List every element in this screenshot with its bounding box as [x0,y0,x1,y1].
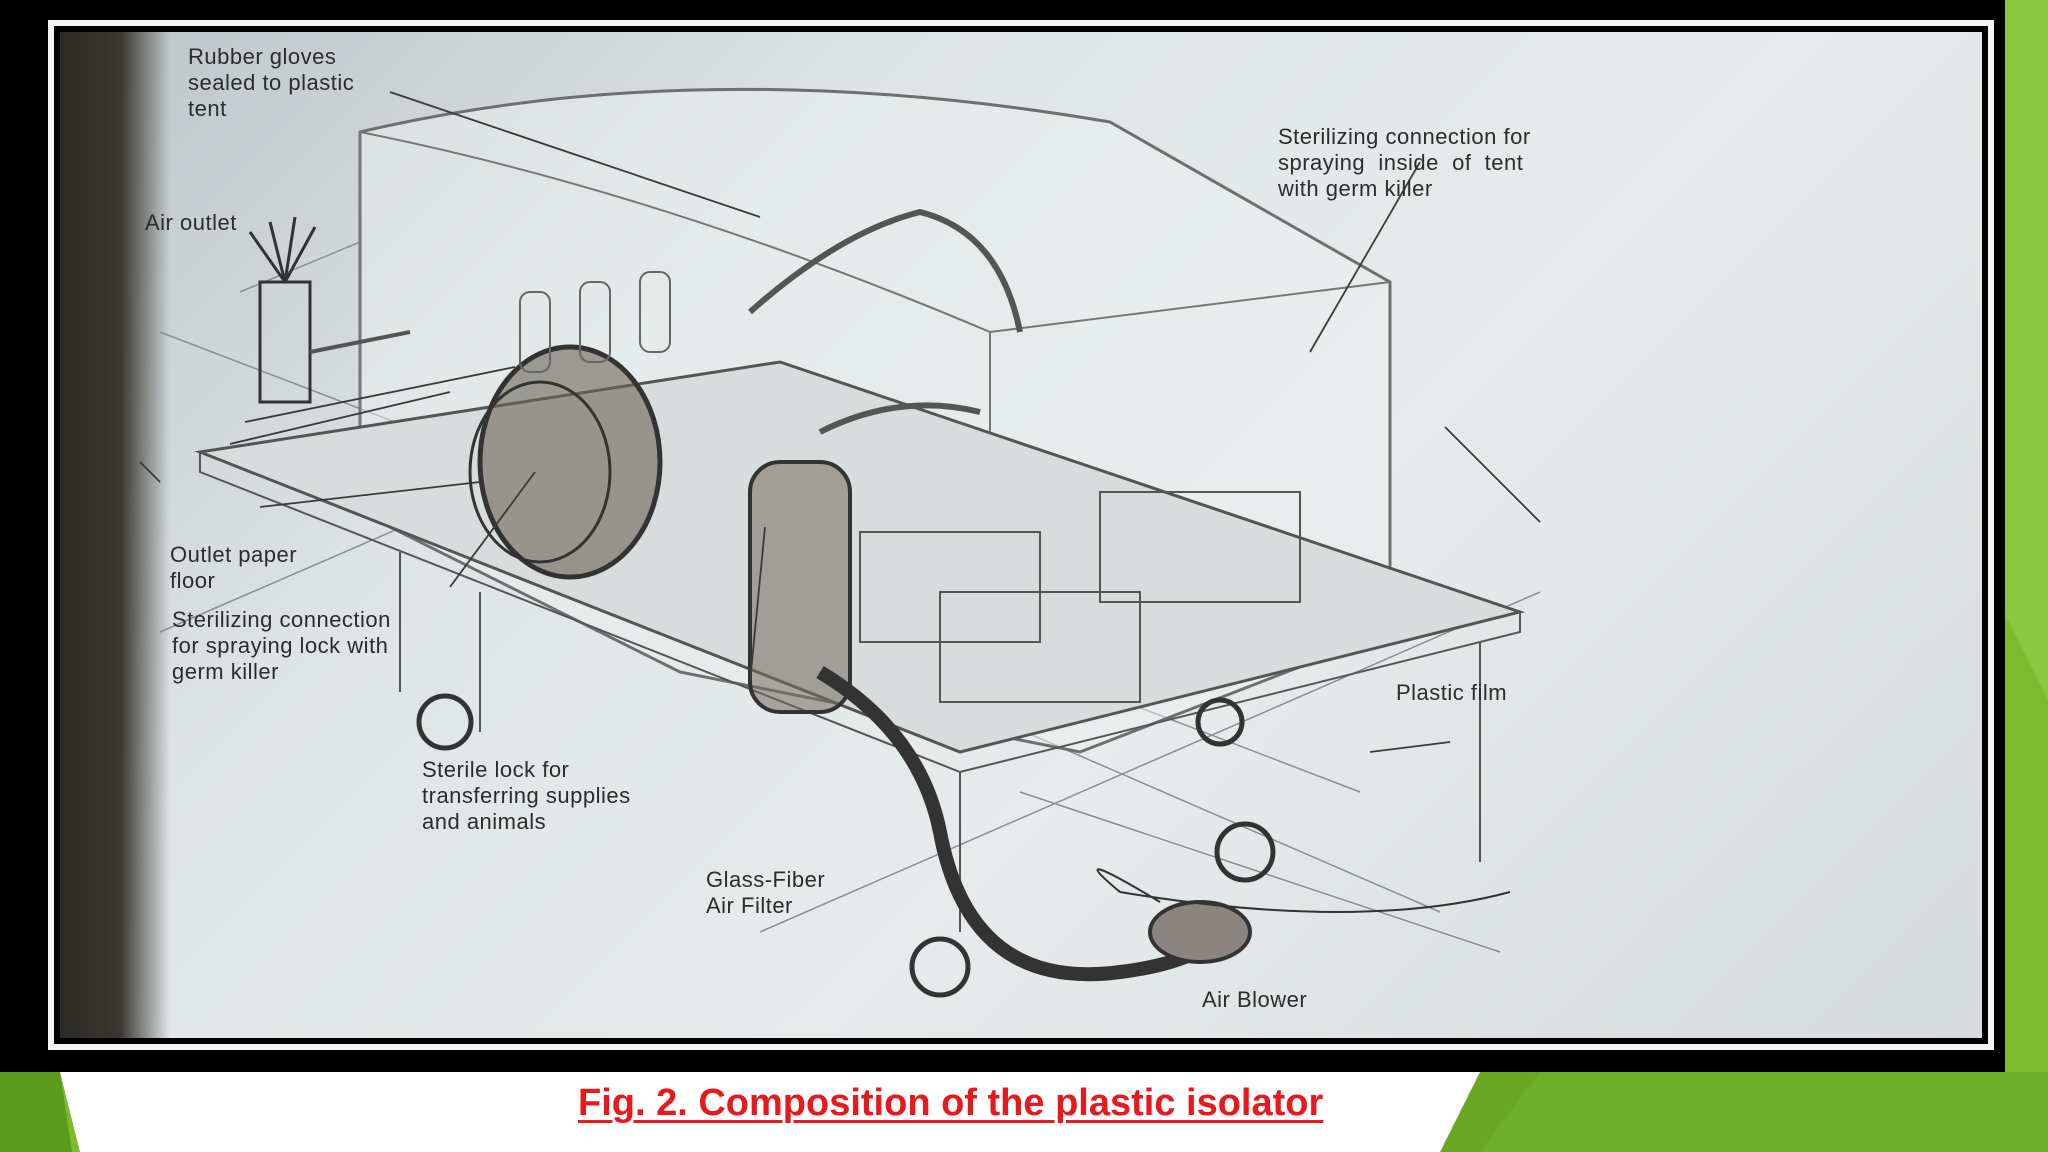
label-leader-lines [139,91,1541,753]
label-sterile-lock: Sterile lock for transferring supplies a… [422,757,631,834]
label-sterilizing-connection-tent: Sterilizing connection for spraying insi… [1278,124,1531,201]
animal-cage-2 [1099,491,1301,603]
animal-cage-1 [859,531,1041,643]
label-rubber-gloves: Rubber gloves sealed to plastic tent [188,44,355,121]
air-outlet-canister [258,280,312,404]
glass-fiber-filter [748,460,852,714]
label-sterilizing-connection-lock: Sterilizing connection for spraying lock… [172,607,391,684]
air-hose [816,665,1226,982]
isolator-diagram-photo: Rubber gloves sealed to plastic tent Air… [60,32,1982,1038]
air-blower [1148,900,1252,964]
animal-cage-3 [939,591,1141,703]
photo-edge-shadow [60,32,170,1038]
sterile-lock-drum [477,344,663,580]
figure-caption: Fig. 2. Composition of the plastic isola… [578,1082,1324,1124]
isolator-line-drawing [139,87,1541,998]
label-glass-fiber-filter: Glass-Fiber Air Filter [706,867,826,918]
label-air-blower: Air Blower [1202,987,1308,1012]
rubber-gloves [748,208,1023,333]
label-air-outlet: Air outlet [145,210,237,235]
air-outlet-arrows [248,216,317,283]
label-plastic-film: Plastic film [1396,680,1508,705]
label-outlet-paper-floor: Outlet paper floor [170,542,298,593]
